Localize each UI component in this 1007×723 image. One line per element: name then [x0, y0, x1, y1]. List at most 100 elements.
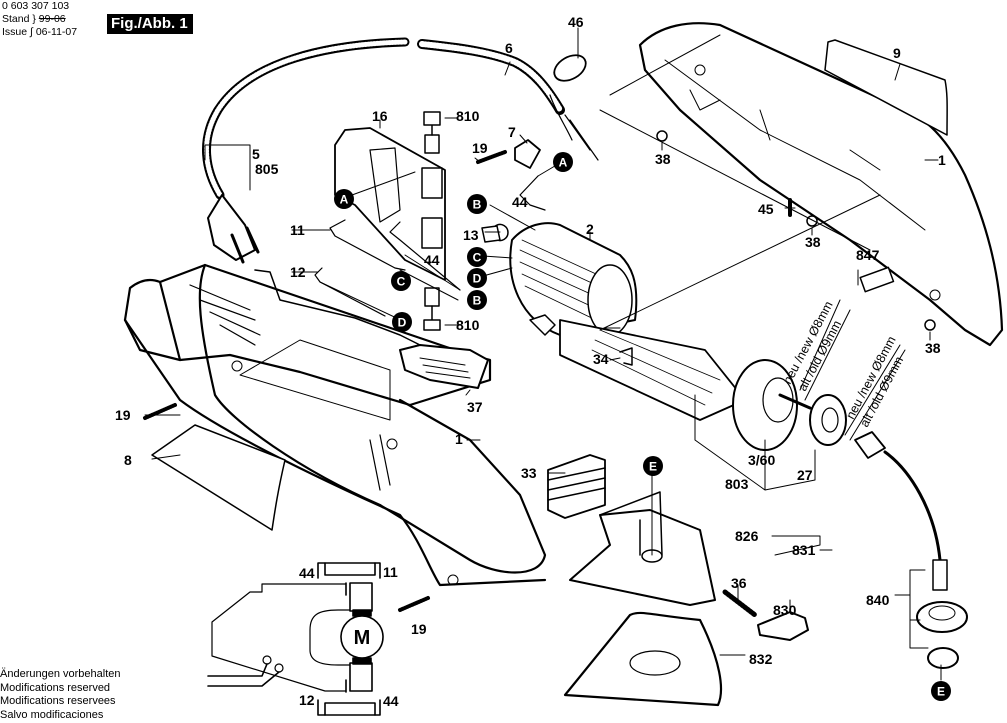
part-label-810-top: 810: [456, 108, 480, 124]
part-label-832: 832: [749, 651, 773, 667]
eccentric-shaft: [854, 431, 968, 669]
suppressor-847: [859, 266, 895, 293]
part-label-831: 831: [792, 542, 816, 558]
connector-E-bottom: E: [931, 681, 951, 701]
dust-bag: [547, 454, 606, 519]
power-cord: [202, 37, 599, 264]
connector-A-left: A: [334, 189, 354, 209]
svg-text:D: D: [473, 272, 482, 286]
part-label-16: 16: [372, 108, 388, 124]
ball-bearing: [809, 394, 847, 446]
stand-old-date: 99-06: [38, 13, 66, 25]
svg-text:B: B: [473, 198, 482, 212]
nut-38a: [656, 130, 668, 142]
part-label-33: 33: [521, 465, 537, 481]
part-label-3-60: 3/60: [748, 452, 775, 468]
label-plate-9: [824, 39, 948, 136]
svg-text:A: A: [340, 193, 349, 207]
housing-half-right: [638, 22, 1004, 347]
connector-B-top: B: [467, 194, 487, 214]
svg-text:A: A: [559, 156, 568, 170]
part-label-27: 27: [797, 467, 813, 483]
wires: [314, 175, 546, 317]
part-label-847: 847: [856, 247, 880, 263]
part-label-46: 46: [568, 14, 584, 30]
issue-row: Issue ∫ 06-11-07: [2, 26, 78, 38]
wiring-schematic: [207, 562, 384, 716]
part-label-830: 830: [773, 602, 797, 618]
part-label-11-schem: 11: [383, 564, 398, 580]
part-label-38-mid: 38: [805, 234, 821, 250]
part-label-805: 805: [255, 161, 279, 177]
part-label-810-bottom: 810: [456, 317, 480, 333]
note-de: Änderungen vorbehalten: [0, 668, 121, 680]
connector-C-right: C: [467, 247, 487, 267]
label-plate-8: [151, 424, 286, 531]
note-es: Salvo modificaciones: [0, 708, 104, 721]
issue-label: Issue: [2, 26, 28, 38]
screw-19b: [143, 403, 177, 420]
part-label-44-mid: 44: [424, 252, 440, 268]
connector-C-left: C: [391, 271, 411, 291]
brush-spring-34: [619, 347, 633, 366]
connector-E-top: E: [643, 456, 663, 476]
part-label-45: 45: [758, 201, 774, 217]
stand-row: Stand } 99-06: [2, 13, 66, 25]
spring: [722, 589, 758, 618]
switch-slider: [254, 269, 489, 389]
svg-text:C: C: [397, 275, 406, 289]
sanding-pad: [563, 611, 723, 707]
part-label-44-schem-top: 44: [299, 565, 315, 581]
part-label-44-top: 44: [512, 194, 528, 210]
figure-title: Fig./Abb. 1: [107, 14, 193, 34]
part-label-38-top: 38: [655, 151, 671, 167]
part-labels: 46 6 9 16 810 7 19 5 805 38 1 44 45 11 1…: [115, 14, 946, 709]
nut-38b: [806, 215, 818, 227]
part-label-19-top: 19: [472, 140, 488, 156]
connector-B-low: B: [467, 290, 487, 310]
part-label-9: 9: [893, 45, 901, 61]
part-label-11: 11: [290, 222, 305, 238]
part-label-36: 36: [731, 575, 747, 591]
part-label-7: 7: [508, 124, 516, 140]
part-label-803: 803: [725, 476, 749, 492]
note-en: Modifications reserved: [0, 681, 111, 694]
modifications-notice: Änderungen vorbehalten Modifications res…: [0, 668, 120, 722]
stand-label: Stand: [2, 13, 30, 25]
cord-clamp: [514, 139, 541, 169]
part-label-19-left: 19: [115, 407, 131, 423]
connector-markers: A A B B C C D D E E: [334, 152, 951, 701]
part-label-6: 6: [505, 40, 513, 56]
note-fr: Modifications reservees: [0, 695, 116, 708]
armature: [529, 314, 812, 451]
part-label-37: 37: [467, 399, 483, 415]
motor-symbol: M: [354, 627, 371, 649]
part-label-12-schem: 12: [299, 692, 315, 708]
svg-text:C: C: [473, 251, 482, 265]
connector-A-right: A: [553, 152, 573, 172]
stator: [491, 222, 638, 336]
part-label-8: 8: [124, 452, 132, 468]
part-label-1-right: 1: [938, 152, 946, 168]
nut-38c: [924, 319, 936, 331]
part-label-2: 2: [586, 221, 594, 237]
screw-19c: [398, 596, 430, 612]
leader-lines: [144, 27, 942, 681]
part-label-38-bottom: 38: [925, 340, 941, 356]
part-label-19-bottom: 19: [411, 621, 427, 637]
housing-half-left: [123, 263, 547, 587]
part-label-13: 13: [463, 227, 479, 243]
part-label-34: 34: [593, 351, 609, 367]
part-label-826: 826: [735, 528, 759, 544]
screw-19a: [476, 150, 507, 164]
part-label-5: 5: [252, 146, 260, 162]
cord-grommet: [553, 54, 587, 82]
diameter-marks: [799, 299, 906, 441]
bushing-13: [481, 225, 501, 243]
part-number: 0 603 307 103: [2, 0, 70, 12]
svg-text:B: B: [473, 294, 482, 308]
document-header: 0 603 307 103 Stand } 99-06 Issue ∫ 06-1…: [2, 0, 77, 39]
svg-text:E: E: [649, 460, 657, 474]
part-label-44-schem-bottom: 44: [383, 693, 399, 709]
